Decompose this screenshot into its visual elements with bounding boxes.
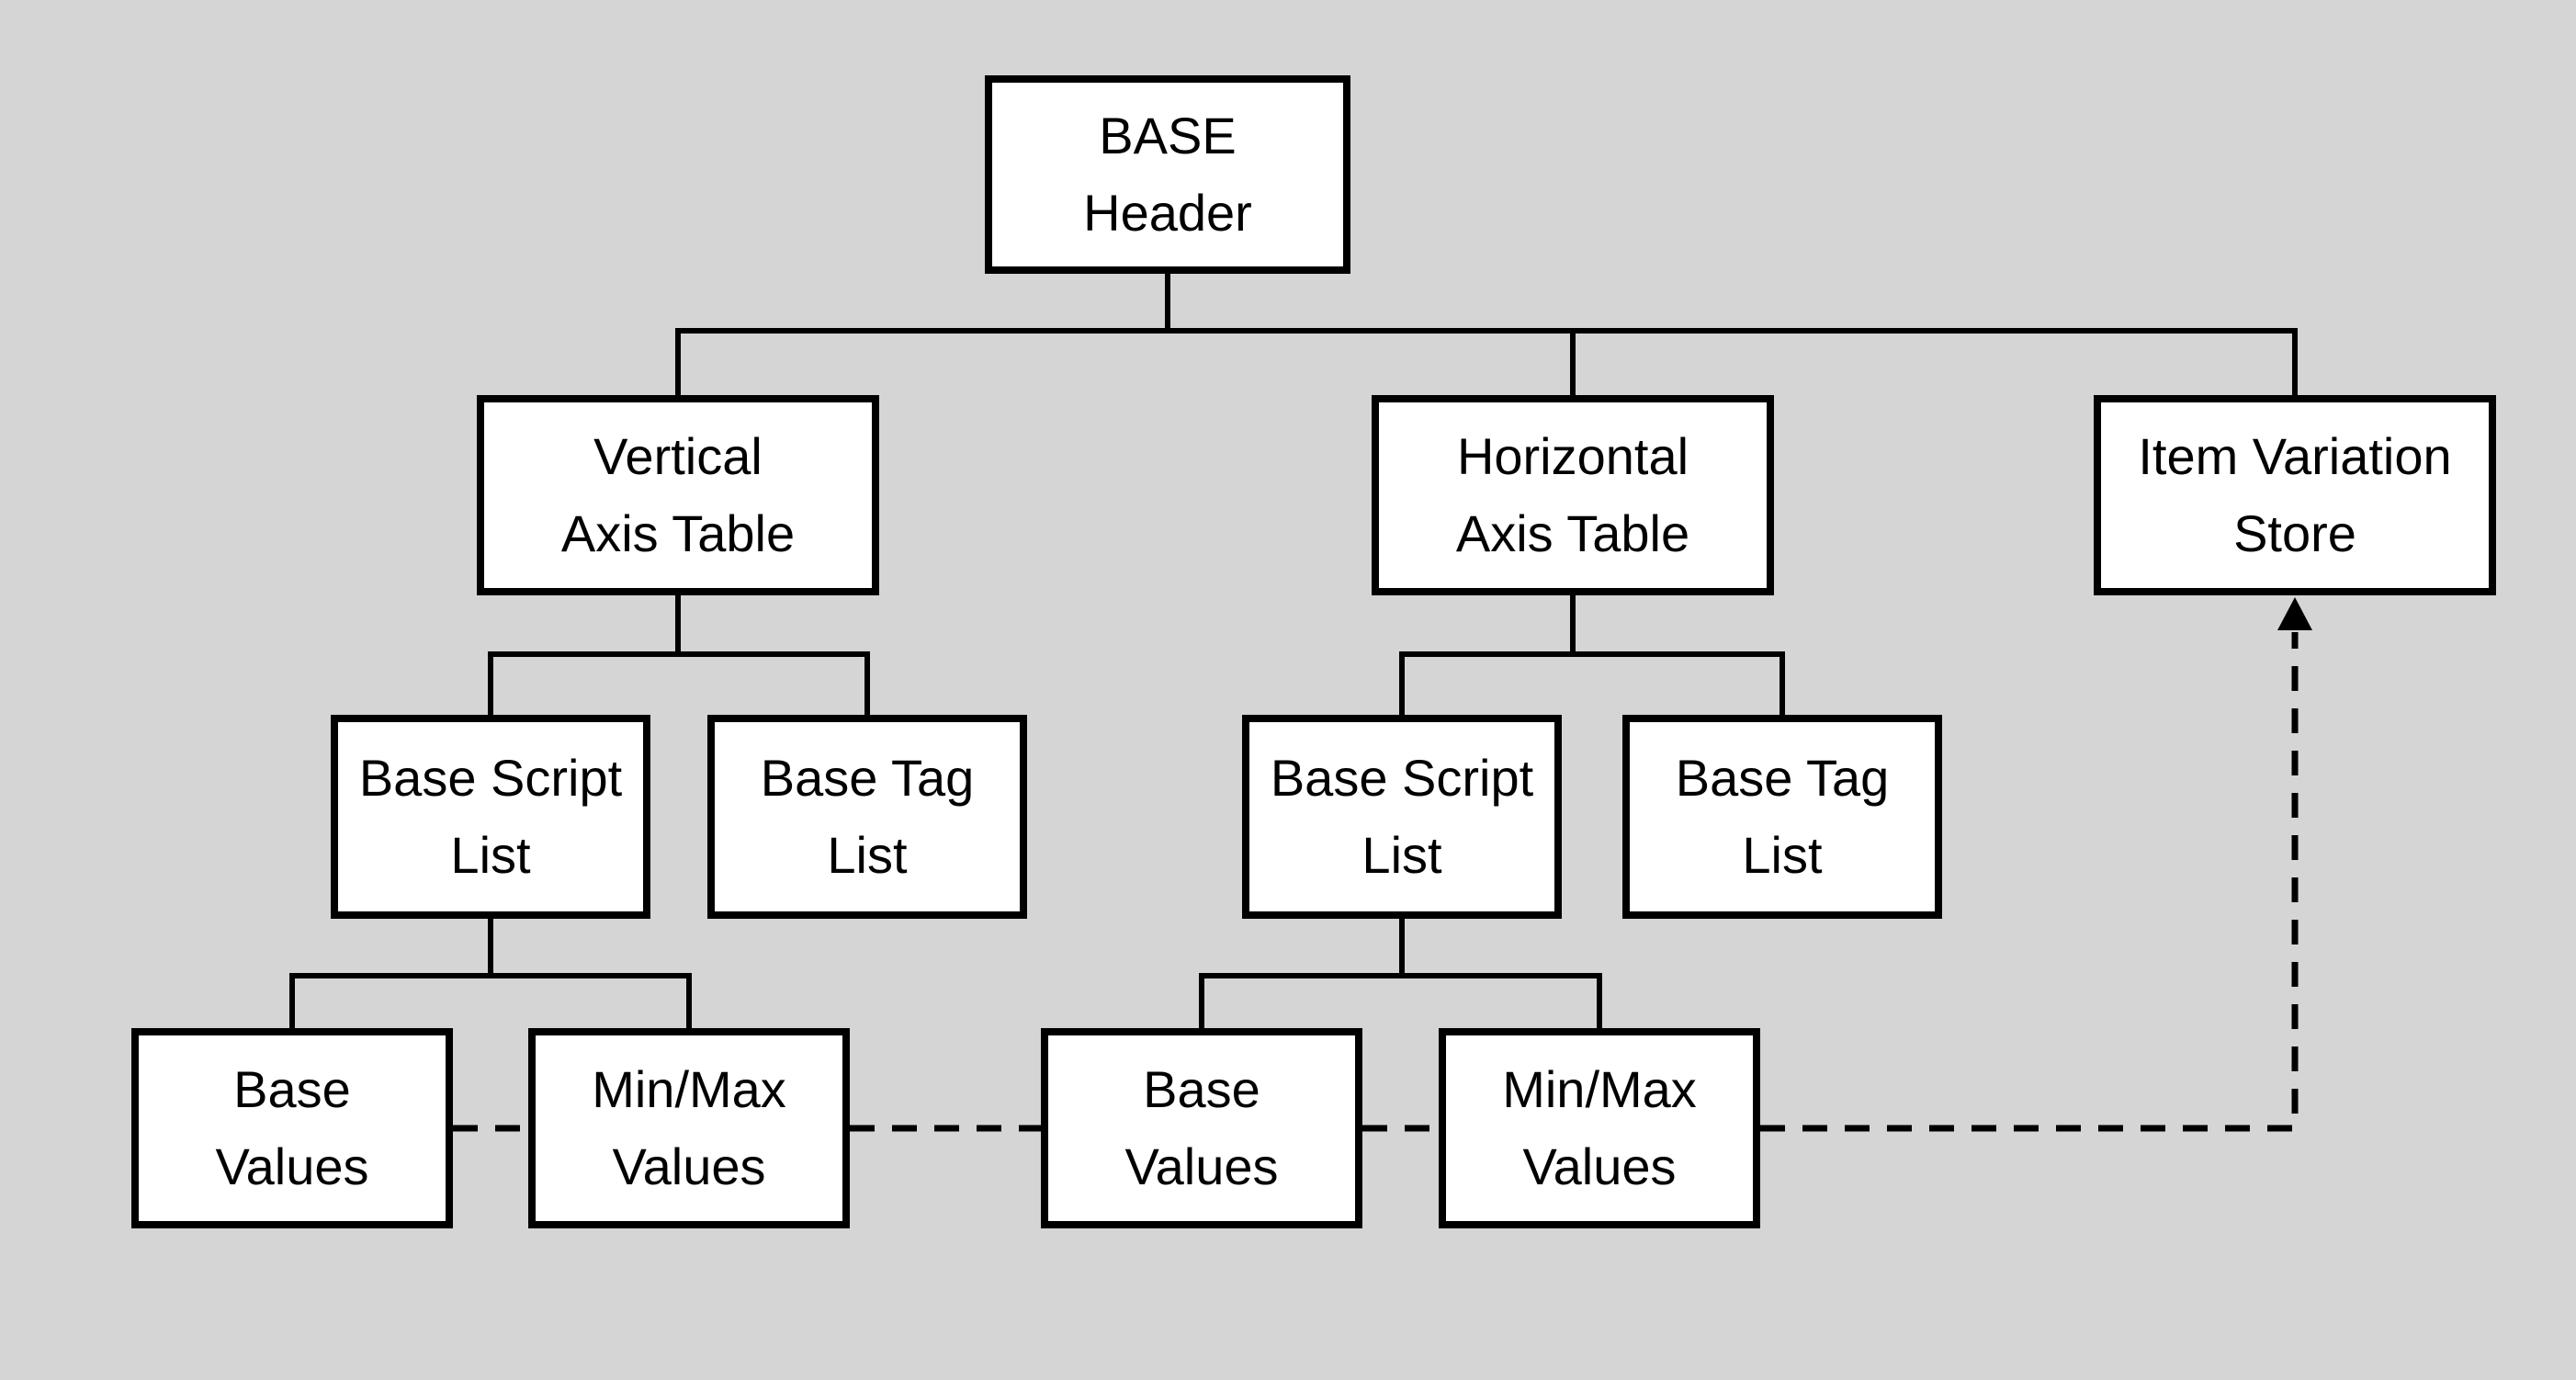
node-v-minmax-values: Min/Max Values — [528, 1028, 850, 1228]
node-base-header-line2: Header — [1083, 184, 1252, 242]
node-v-minmax-values-line1: Min/Max — [592, 1060, 786, 1118]
connector-h-bsl-branch — [1199, 973, 1602, 1028]
node-v-minmax-values-label: Min/Max Values — [592, 1051, 786, 1205]
node-h-base-values-line1: Base — [1143, 1060, 1260, 1118]
connector-vat-branch — [488, 651, 870, 715]
node-h-base-tag-list-line2: List — [1742, 826, 1823, 884]
node-v-base-script-list-line2: List — [450, 826, 531, 884]
node-vertical-axis-table-line2: Axis Table — [560, 504, 796, 562]
node-h-base-tag-list-label: Base Tag List — [1676, 740, 1889, 894]
node-v-base-values-line2: Values — [215, 1137, 369, 1195]
connector-v-bsl-branch — [289, 973, 692, 1028]
node-h-base-script-list-label: Base Script List — [1271, 740, 1533, 894]
node-v-base-tag-list-label: Base Tag List — [761, 740, 974, 894]
node-v-base-values: Base Values — [131, 1028, 453, 1228]
node-h-base-values-line2: Values — [1124, 1137, 1279, 1195]
node-v-base-tag-list-line1: Base Tag — [760, 749, 975, 807]
dashed-link-hmm-to-store — [1760, 632, 2299, 1132]
node-vertical-axis-table-line1: Vertical — [593, 427, 763, 485]
node-horizontal-axis-table-label: Horizontal Axis Table — [1456, 418, 1689, 572]
node-v-base-script-list-line1: Base Script — [358, 749, 623, 807]
node-vertical-axis-table-label: Vertical Axis Table — [561, 418, 795, 572]
node-v-minmax-values-line2: Values — [612, 1137, 766, 1195]
node-h-minmax-values-label: Min/Max Values — [1502, 1051, 1697, 1205]
node-h-base-script-list: Base Script List — [1242, 715, 1562, 919]
node-item-variation-store-label: Item Variation Store — [2138, 418, 2451, 572]
node-base-header-label: BASE Header — [1083, 97, 1252, 252]
node-h-minmax-values-line1: Min/Max — [1502, 1060, 1697, 1118]
node-horizontal-axis-table-line2: Axis Table — [1455, 504, 1690, 562]
node-v-base-script-list-label: Base Script List — [359, 740, 622, 894]
node-h-base-values: Base Values — [1041, 1028, 1362, 1228]
node-v-base-values-line1: Base — [233, 1060, 351, 1118]
node-item-variation-store: Item Variation Store — [2094, 395, 2496, 595]
node-item-variation-store-line2: Store — [2233, 504, 2356, 562]
node-item-variation-store-line1: Item Variation — [2138, 427, 2452, 485]
node-base-header: BASE Header — [985, 75, 1350, 274]
node-h-minmax-values-line2: Values — [1522, 1137, 1677, 1195]
node-horizontal-axis-table-line1: Horizontal — [1456, 427, 1689, 485]
connector-header-branch — [675, 328, 2298, 395]
node-h-base-values-label: Base Values — [1124, 1051, 1278, 1205]
node-horizontal-axis-table: Horizontal Axis Table — [1372, 395, 1774, 595]
node-v-base-values-label: Base Values — [215, 1051, 368, 1205]
node-h-base-tag-list: Base Tag List — [1622, 715, 1942, 919]
node-v-base-tag-list-line2: List — [827, 826, 908, 884]
node-h-minmax-values: Min/Max Values — [1439, 1028, 1760, 1228]
node-h-base-script-list-line2: List — [1361, 826, 1442, 884]
arrowhead-up-icon — [2277, 597, 2312, 630]
node-h-base-script-list-line1: Base Script — [1270, 749, 1534, 807]
node-v-base-tag-list: Base Tag List — [707, 715, 1027, 919]
node-h-base-tag-list-line1: Base Tag — [1675, 749, 1890, 807]
connector-hat-branch — [1399, 651, 1785, 715]
node-vertical-axis-table: Vertical Axis Table — [477, 395, 879, 595]
node-v-base-script-list: Base Script List — [331, 715, 650, 919]
node-base-header-line1: BASE — [1099, 107, 1237, 164]
